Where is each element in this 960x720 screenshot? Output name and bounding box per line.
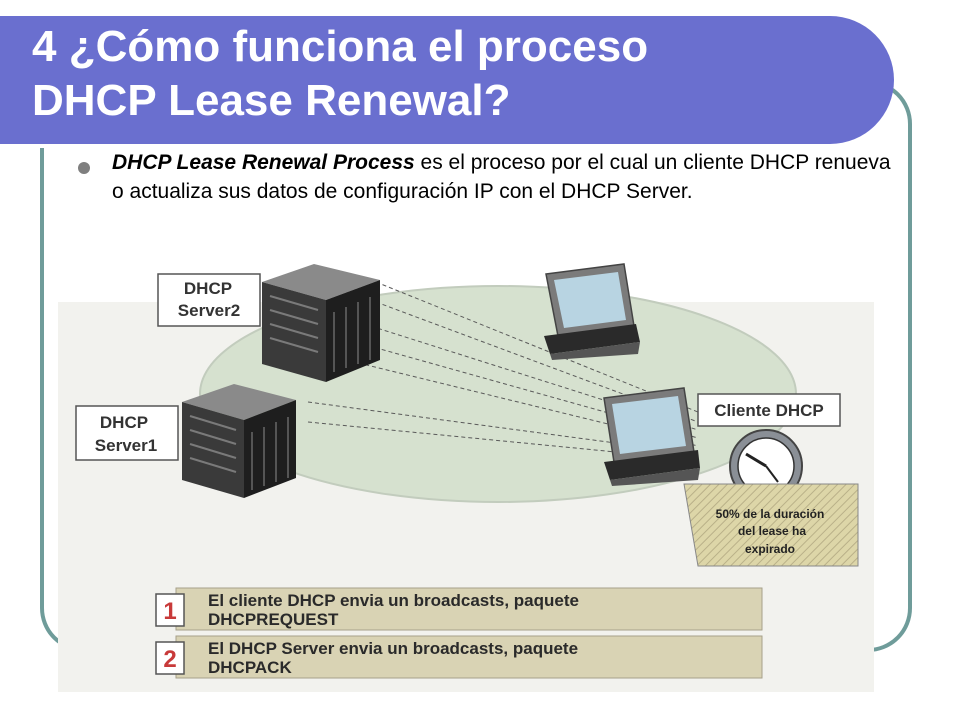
step-2-number-box [155, 641, 185, 675]
computer-icon [544, 263, 640, 360]
client-computer-icon [603, 387, 700, 486]
step-2-bar [175, 635, 763, 679]
step-2-text-line2: DHCPACK [208, 658, 292, 677]
bullet-paragraph: DHCP Lease Renewal Process es el proceso… [112, 148, 892, 206]
step-1-number-box [155, 593, 185, 627]
step-2-number: 2 [163, 646, 176, 673]
slide-title: 4 ¿Cómo funciona el proceso DHCP Lease R… [32, 20, 872, 128]
step-1-text-line2: DHCPREQUEST [208, 610, 339, 629]
server1-icon [182, 384, 296, 498]
step-1-text-line1: El cliente DHCP envia un broadcasts, paq… [208, 591, 579, 610]
clock-note-box [683, 483, 859, 567]
step-2-text-line1: El DHCP Server envia un broadcasts, paqu… [208, 639, 578, 658]
step-1-bar [175, 587, 763, 631]
step-1-number: 1 [163, 598, 176, 625]
clock-note-line2: del lease ha [738, 524, 806, 538]
server1-label-line2: Server1 [95, 436, 157, 455]
title-underline [0, 144, 848, 148]
client-label: Cliente DHCP [714, 401, 824, 420]
server1-label-box [75, 405, 179, 461]
server2-label-line1: DHCP [184, 279, 232, 298]
title-bar [0, 16, 894, 148]
bullet-body: es el proceso por el cual un cliente DHC… [112, 151, 891, 203]
server2-label-line2: Server2 [178, 301, 240, 320]
clock-note-line3: expirado [745, 542, 795, 556]
server2-icon [262, 264, 380, 382]
server2-label-box [157, 273, 261, 327]
dhcp-renewal-diagram: DHCP Server2 DHCP Server1 [58, 263, 874, 692]
title-line-1: 4 ¿Cómo funciona el proceso [32, 22, 649, 71]
clock-note-line1: 50% de la duración [716, 507, 825, 521]
bullet-dot [78, 162, 90, 174]
bullet-term: DHCP Lease Renewal Process [112, 151, 415, 174]
server1-label-line1: DHCP [100, 413, 148, 432]
title-line-2: DHCP Lease Renewal? [32, 76, 511, 125]
client-label-box [697, 393, 841, 427]
